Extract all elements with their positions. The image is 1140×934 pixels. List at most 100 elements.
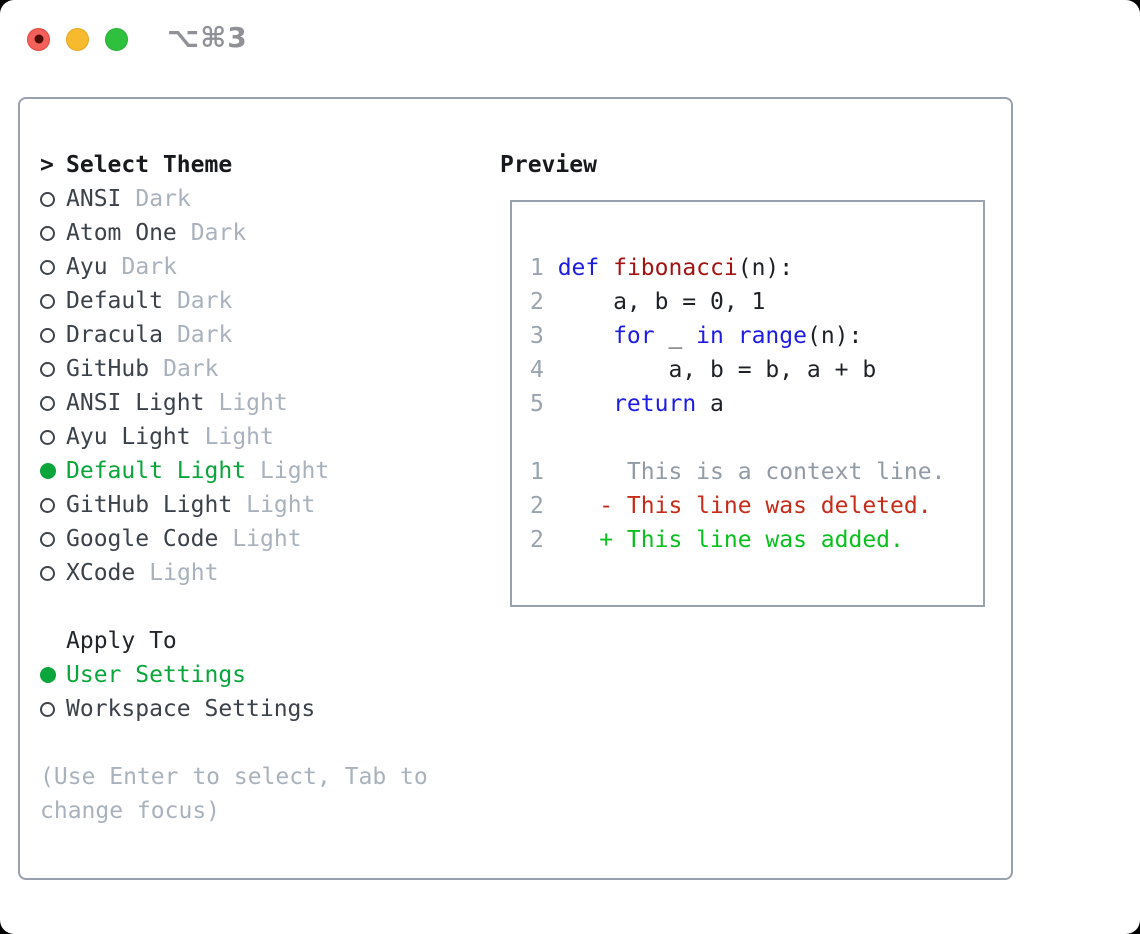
radio-cell	[40, 327, 66, 343]
theme-variant-tag: Light	[204, 424, 274, 450]
close-dot-icon	[34, 34, 43, 44]
radio-icon	[40, 225, 55, 241]
line-number: 2	[530, 289, 544, 315]
radio-cell	[40, 395, 66, 411]
theme-option-ansi[interactable]: ANSI Dark	[40, 182, 500, 216]
radio-selected-icon	[40, 463, 56, 479]
radio-cell	[40, 667, 66, 683]
line-number: 3	[530, 323, 544, 349]
code-segment-plain	[558, 391, 613, 417]
code-segment-plain: (n):	[806, 323, 863, 349]
theme-option-google-code[interactable]: Google Code Light	[40, 522, 500, 556]
radio-icon	[40, 531, 55, 547]
code-segment-kw: in	[696, 323, 724, 349]
window-title-shortcut: ⌥⌘3	[167, 21, 248, 54]
line-number: 5	[530, 391, 544, 417]
radio-cell	[40, 531, 66, 547]
code-line: 4 a, b = b, a + b	[530, 353, 983, 387]
theme-option-default[interactable]: Default Dark	[40, 284, 500, 318]
theme-name: ANSI	[66, 186, 122, 212]
code-segment-plain	[724, 323, 738, 349]
code-segment-kw: range	[737, 323, 807, 349]
radio-cell	[40, 463, 66, 479]
code-segment-kw: for	[613, 323, 655, 349]
theme-name: Dracula	[66, 322, 163, 348]
theme-option-atom-one[interactable]: Atom One Dark	[40, 216, 500, 250]
radio-cell	[40, 701, 66, 717]
apply-option-label: User Settings	[66, 662, 247, 688]
theme-name: GitHub Light	[66, 492, 233, 518]
apply-option-workspace-settings[interactable]: Workspace Settings	[40, 692, 500, 726]
minimize-button[interactable]	[66, 27, 89, 51]
radio-icon	[40, 701, 55, 717]
radio-icon	[40, 497, 55, 513]
code-segment-plain: a, b = 0, 1	[557, 289, 766, 315]
radio-selected-icon	[40, 667, 56, 683]
theme-variant-tag: Dark	[190, 220, 247, 246]
spacer	[40, 590, 500, 624]
code-segment-plain	[558, 323, 613, 349]
preview-header: Preview	[500, 152, 597, 178]
radio-icon	[40, 429, 55, 445]
radio-cell	[40, 191, 66, 207]
code-line: 5 return a	[530, 387, 983, 421]
code-segment-plain: a, b = b, a + b	[557, 357, 877, 383]
code-segment-plain: (n):	[737, 255, 794, 281]
theme-variant-tag: Dark	[176, 288, 233, 314]
line-number: 2	[530, 527, 544, 553]
code-line: 2 - This line was deleted.	[530, 489, 983, 523]
line-number: 4	[530, 357, 544, 383]
apply-option-user-settings[interactable]: User Settings	[40, 658, 500, 692]
code-segment-del: - This line was deleted.	[557, 493, 932, 519]
theme-variant-tag: Dark	[135, 186, 191, 212]
theme-name: Atom One	[66, 220, 177, 246]
theme-name: Default Light	[66, 458, 247, 484]
theme-name: GitHub	[66, 356, 150, 382]
code-line: 2 + This line was added.	[530, 523, 983, 557]
radio-cell	[40, 565, 66, 581]
close-button[interactable]	[27, 27, 50, 51]
select-theme-header-row: > Select Theme	[40, 148, 500, 182]
select-theme-header: Select Theme	[66, 152, 233, 178]
radio-icon	[40, 327, 55, 343]
prompt-caret-icon: >	[40, 152, 54, 178]
code-segment-plain: a	[696, 391, 724, 417]
theme-variant-tag: Light	[218, 390, 288, 416]
theme-variant-tag: Dark	[121, 254, 177, 280]
code-segment-plain: _	[654, 323, 697, 349]
radio-icon	[40, 565, 55, 581]
theme-name: Default	[66, 288, 163, 314]
maximize-button[interactable]	[105, 27, 128, 51]
theme-name: Google Code	[66, 526, 219, 552]
code-line: 2 a, b = 0, 1	[530, 285, 983, 319]
theme-variant-tag: Light	[246, 492, 316, 518]
code-line: 1 This is a context line.	[530, 455, 983, 489]
theme-variant-tag: Light	[232, 526, 302, 552]
line-number: 1	[530, 255, 544, 281]
radio-icon	[40, 395, 55, 411]
theme-option-github-light[interactable]: GitHub Light Light	[40, 488, 500, 522]
radio-cell	[40, 361, 66, 377]
theme-name: XCode	[66, 560, 136, 586]
radio-cell	[40, 497, 66, 513]
theme-name: ANSI Light	[66, 390, 205, 416]
code-segment-plain	[599, 255, 613, 281]
theme-variant-tag: Dark	[163, 356, 219, 382]
theme-option-github[interactable]: GitHub Dark	[40, 352, 500, 386]
theme-option-ansi-light[interactable]: ANSI Light Light	[40, 386, 500, 420]
apply-to-header: Apply To	[66, 628, 177, 654]
radio-cell	[40, 259, 66, 275]
window-titlebar: ⌥⌘3	[27, 21, 247, 54]
